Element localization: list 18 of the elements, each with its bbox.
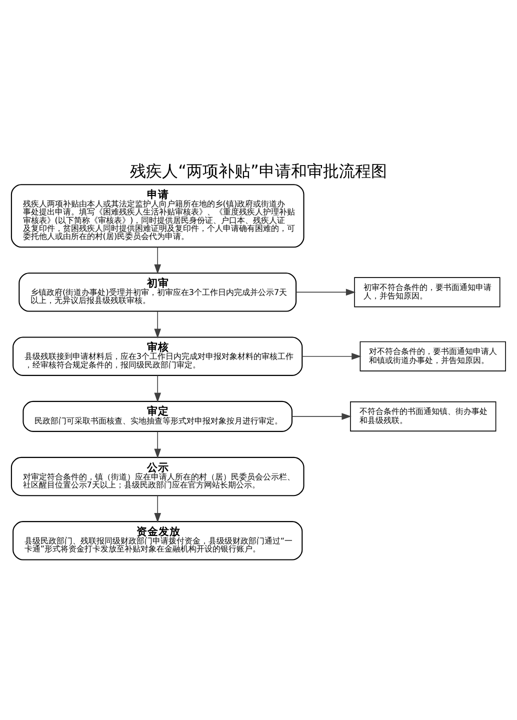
arrow — [154, 375, 162, 403]
node-box: 初审 乡镇政府(街道办事处)受理并初审，初审应在3个工作日内完成并公示7天以上，无异议后报县级残联审核。 — [18, 272, 297, 312]
node-box: 审定 民政部门可采取书面核查、实地抽查等形式对申报对象按月进行审定。 — [22, 400, 293, 432]
arrow — [154, 311, 162, 338]
arrow — [302, 352, 362, 360]
arrow — [154, 246, 162, 274]
arrow — [292, 413, 352, 420]
node-box: 初审不符合条件的，要书面通知申请人，并告知原因。 — [354, 277, 500, 308]
diagram-title: 残疾人“两项补贴”申请和审批流程图 — [130, 161, 387, 180]
node-box: 公示 对审定符合条件的，镇（街道）应在申请人所在的村（居）民委员会公示栏、社区醒目位置公示7天以上；县级民政部门应在官方网站长期公示。 — [10, 456, 304, 496]
node-box: 资金发放 县级民政部门、残联报同级财政部门申请拨付资金，县级级财政部门通过“一卡通”形式将资金打卡发放至补贴对象在金融机构开设的银行账户。 — [12, 521, 303, 560]
arrow — [296, 288, 356, 296]
node-box: 不符合条件的书面通知镇、街办事处和县级残联。 — [350, 401, 496, 432]
arrow — [154, 495, 162, 523]
node-box: 对不符合条件的，要书面通知申请人和镇或街道办事处，并告知原因。 — [360, 341, 506, 372]
node-box: 申请 残疾人两项补贴由本人或其法定监护人向户籍所在地的乡(镇)政府或街道办事处提出申请。填写《困难残疾人生活补贴审核表》、《重度残疾人护理补贴审核表》(以下简称《审核表》)，同时提供居民身份证、户口本、残疾人证及复印件，贫困残疾人同时提供困难证明及复印件，个人申请确有困难的，可委托他人或由所在的村(居)民委员会代为申请。 — [10, 184, 304, 248]
node-box: 审核 县级残联接到申请材料后，应在3个工作日内完成对申报对象材料的审核工作，经审核符合规定条件的，报同级民政部门审定。 — [12, 336, 303, 376]
arrow — [154, 431, 162, 458]
